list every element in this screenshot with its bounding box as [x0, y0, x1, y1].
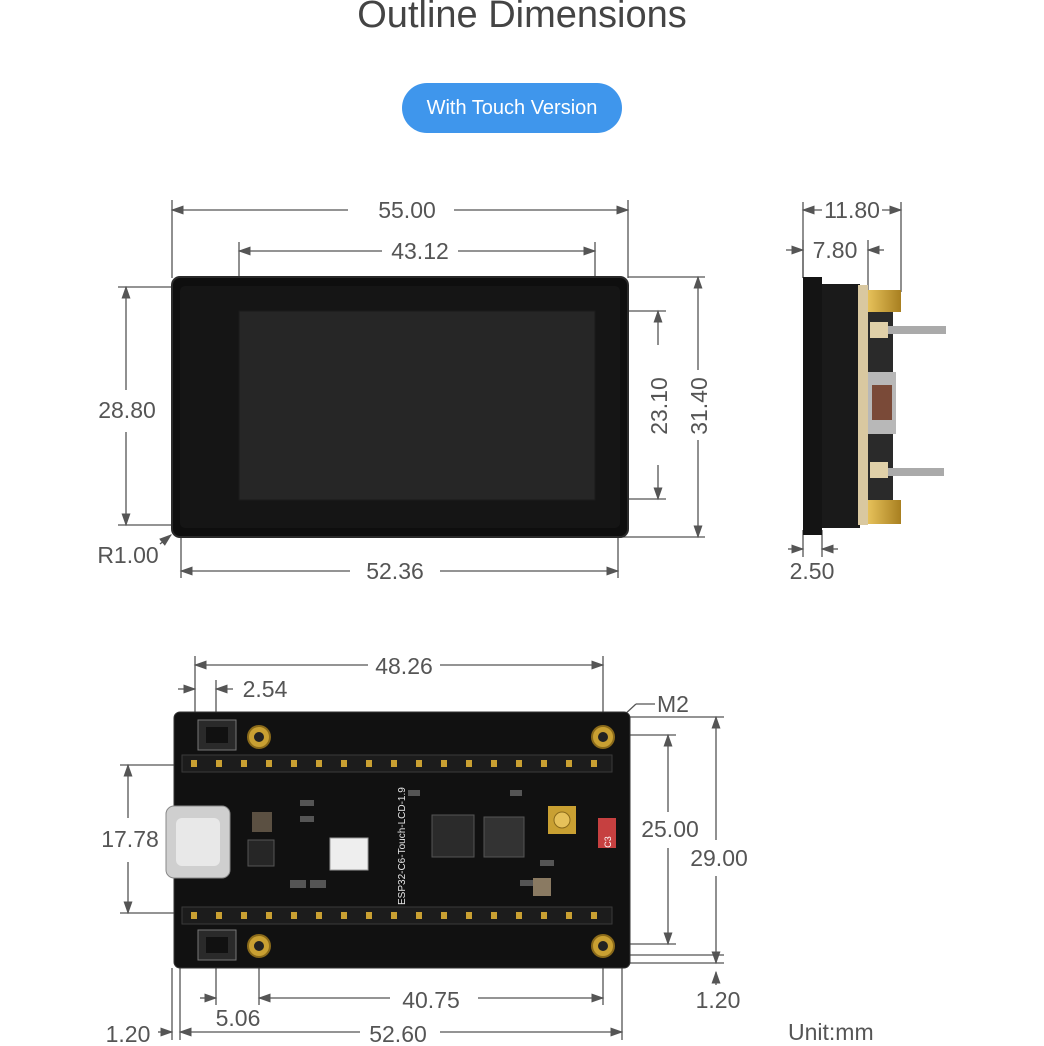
dim-display-width: 43.12 [391, 238, 449, 264]
dim-body-depth: 7.80 [813, 237, 858, 263]
dim-bottom-width: 52.36 [366, 558, 424, 584]
dim-mount-hole: M2 [657, 691, 689, 717]
dim-overall-height: 31.40 [686, 377, 712, 435]
dim-hole-span-top: 48.26 [375, 653, 433, 679]
dim-pin-pitch: 2.54 [243, 676, 288, 702]
dim-display-height: 23.10 [646, 377, 672, 435]
ipex-label: C3 [603, 836, 613, 848]
dim-corner-radius: R1.00 [97, 542, 158, 568]
dim-usb-span: 17.78 [101, 826, 159, 852]
dim-panel-thickness: 2.50 [790, 558, 835, 584]
pcb-back-view [165, 711, 631, 969]
dim-board-width: 52.60 [369, 1021, 427, 1044]
lcd-module-front [171, 276, 629, 538]
with-touch-version-button[interactable]: With Touch Version [402, 83, 622, 133]
lcd-module-side [803, 277, 946, 535]
dim-hole-span-vertical: 25.00 [641, 816, 699, 842]
dim-hole-span-bottom: 40.75 [402, 987, 460, 1013]
board-model-label: ESP32-C6-Touch-LCD-1.9 [397, 787, 408, 905]
unit-label: Unit:mm [788, 1019, 874, 1045]
page-title: Outline Dimensions [357, 0, 687, 36]
dim-side-height: 28.80 [98, 397, 156, 423]
dim-edge-offset-right: 1.20 [696, 987, 741, 1013]
dim-board-height: 29.00 [690, 845, 748, 871]
dim-overall-width: 55.00 [378, 197, 436, 223]
dim-total-depth: 11.80 [824, 197, 880, 223]
dim-hole-offset: 5.06 [216, 1005, 261, 1031]
dim-edge-offset-left: 1.20 [106, 1021, 151, 1044]
